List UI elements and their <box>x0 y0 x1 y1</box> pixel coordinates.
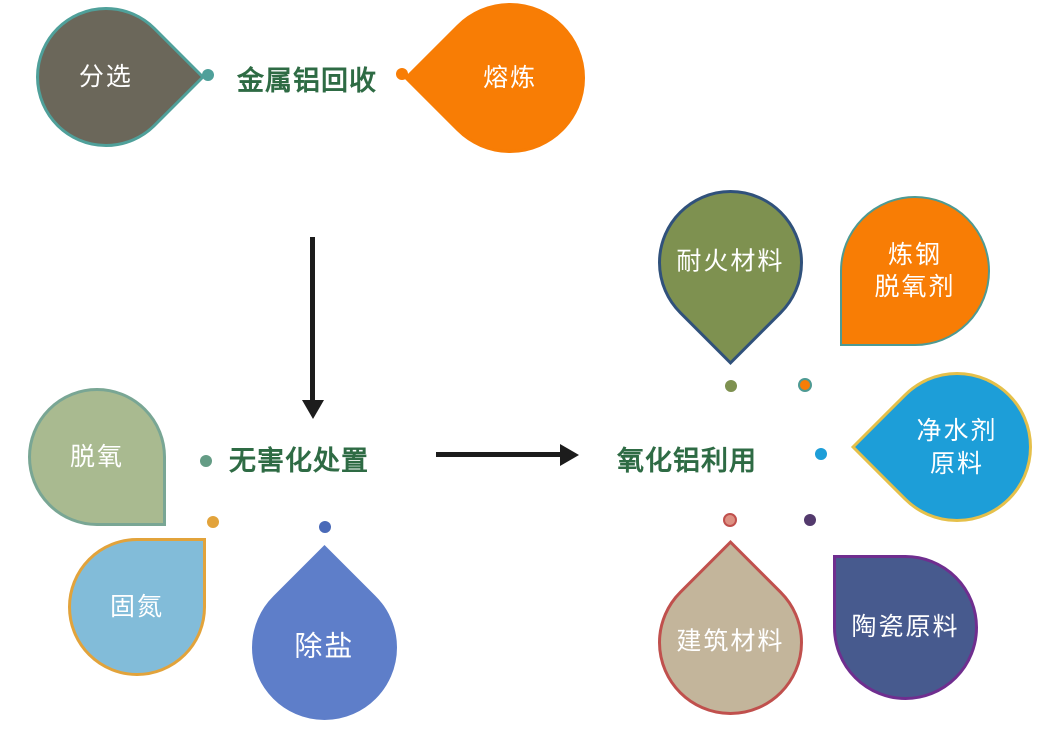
node-label-steel-deoxidizer: 炼钢 脱氧剂 <box>874 240 956 302</box>
node-label-building-material: 建筑材料 <box>676 628 785 657</box>
connector-dot-teal-icon <box>202 69 214 81</box>
flow-arrow-right-line <box>436 452 564 457</box>
droplet-node-water-purifier-raw-material: 净水剂 原料 <box>850 340 1062 554</box>
connector-dot-blue-icon <box>319 521 331 533</box>
connector-dot-olive-icon <box>725 380 737 392</box>
connector-dot-purple-icon <box>804 514 816 526</box>
flow-arrow-down-head-icon <box>302 400 324 419</box>
node-label-water-purifier-raw-material: 净水剂 原料 <box>916 416 998 478</box>
droplet-node-sorting: 分选 <box>7 0 205 176</box>
droplet-node-desalting: 除盐 <box>221 544 428 733</box>
connector-dot-salmon-ring-icon <box>723 513 737 527</box>
flow-arrow-down-line <box>310 237 315 404</box>
node-label-sorting: 分选 <box>78 62 134 91</box>
connector-dot-yellow-icon <box>207 516 219 528</box>
node-label-deoxidation: 脱氧 <box>69 442 124 471</box>
droplet-node-steel-deoxidizer: 炼钢 脱氧剂 <box>840 196 990 346</box>
droplet-node-refractory-material: 耐火材料 <box>627 159 834 366</box>
droplet-node-smelting: 熔炼 <box>403 0 617 185</box>
droplet-node-ceramic-raw-material: 陶瓷原料 <box>833 555 978 700</box>
connector-dot-cyan-icon <box>815 448 827 460</box>
heading-harmless-disposal: 无害化处置 <box>229 446 369 476</box>
droplet-node-deoxidation: 脱氧 <box>28 388 166 526</box>
droplet-node-nitrogen-fixation: 固氮 <box>68 538 206 676</box>
node-label-ceramic-raw-material: 陶瓷原料 <box>851 613 960 642</box>
node-label-nitrogen-fixation: 固氮 <box>109 592 164 621</box>
connector-dot-green-icon <box>200 455 212 467</box>
node-label-refractory-material: 耐火材料 <box>676 248 785 277</box>
heading-metal-aluminum-recovery: 金属铝回收 <box>237 66 377 96</box>
node-label-desalting: 除盐 <box>294 631 355 663</box>
heading-alumina-utilization: 氧化铝利用 <box>617 446 757 476</box>
flow-arrow-right-head-icon <box>560 444 579 466</box>
droplet-node-building-material: 建筑材料 <box>627 539 834 733</box>
connector-dot-orange-ring-icon <box>798 378 812 392</box>
node-label-smelting: 熔炼 <box>482 63 538 92</box>
